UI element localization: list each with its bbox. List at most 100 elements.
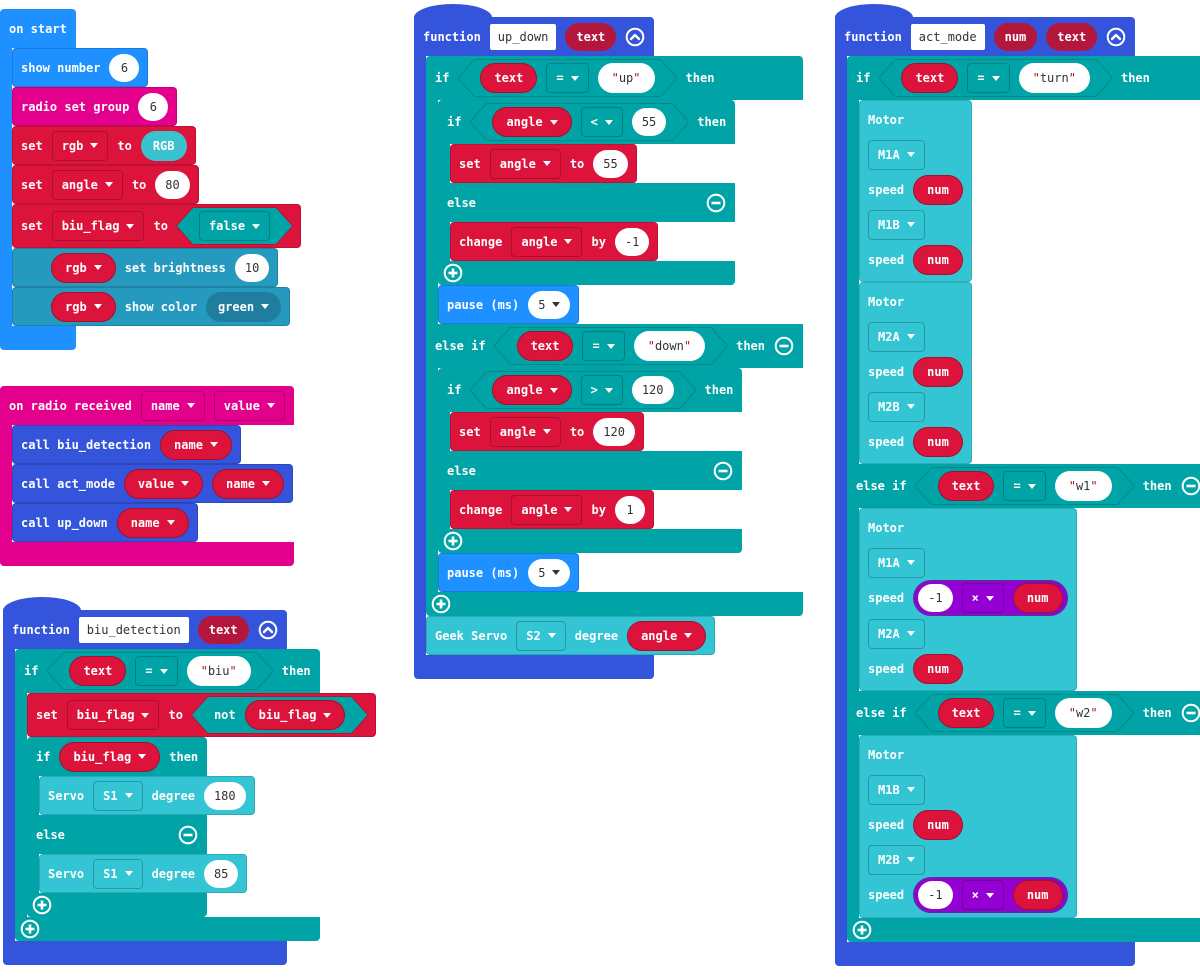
dropdown-field[interactable]: angle	[489, 416, 561, 447]
string-input[interactable]: "w2"	[1055, 698, 1112, 728]
dropdown-field[interactable]: ×	[961, 583, 1004, 613]
number-input[interactable]: 120	[593, 417, 635, 446]
parameter-pill[interactable]: text	[1046, 22, 1098, 51]
variable-pill[interactable]: biu_flag	[59, 741, 161, 772]
dropdown-field[interactable]: M1B	[868, 774, 925, 805]
parameter-pill[interactable]: num	[993, 22, 1038, 51]
dropdown-field[interactable]: S1	[93, 780, 143, 811]
boolean-expression[interactable]: false	[177, 208, 292, 244]
dropdown-field[interactable]: M2A	[868, 321, 925, 352]
dropdown-field[interactable]: <	[581, 107, 623, 137]
dropdown-field[interactable]: angle	[511, 494, 583, 525]
remove-branch-button[interactable]	[178, 825, 198, 845]
variable-pill[interactable]: text	[938, 471, 995, 501]
variable-pill[interactable]: text	[517, 331, 574, 361]
number-input[interactable]: -1	[614, 227, 650, 256]
string-input[interactable]: "up"	[598, 63, 655, 93]
dropdown-field[interactable]: =	[1003, 698, 1045, 728]
variable-pill[interactable]: rgb	[51, 291, 116, 322]
remove-branch-button[interactable]	[1181, 703, 1200, 723]
variable-pill[interactable]: num	[1012, 583, 1063, 613]
variable-pill[interactable]: angle	[492, 107, 571, 137]
variable-pill[interactable]: text	[901, 63, 958, 93]
boolean-expression[interactable]: text = "w1"	[916, 468, 1134, 504]
variable-pill[interactable]: name	[116, 507, 189, 538]
variable-pill[interactable]: num	[913, 653, 963, 684]
boolean-expression[interactable]: text="turn"	[879, 60, 1112, 96]
dropdown-field[interactable]: M1A	[868, 139, 925, 170]
boolean-expression[interactable]: text="up"	[458, 60, 676, 96]
add-branch-button[interactable]	[32, 895, 52, 915]
dropdown-field[interactable]: S2	[516, 620, 566, 651]
dropdown-field[interactable]: angle	[51, 169, 123, 200]
variable-pill[interactable]: angle	[627, 620, 707, 651]
dropdown-field[interactable]: name	[140, 390, 205, 421]
variable-pill[interactable]: name	[160, 429, 232, 460]
pause-ms-block[interactable]: pause (ms)5	[438, 553, 580, 592]
string-input[interactable]: "w1"	[1055, 471, 1112, 501]
boolean-expression[interactable]: text = "down"	[495, 328, 728, 364]
variable-pill[interactable]: text	[69, 656, 126, 686]
remove-branch-button[interactable]	[774, 336, 794, 356]
string-input[interactable]: "down"	[634, 331, 705, 361]
number-input[interactable]: 5	[528, 290, 571, 319]
parameter-pill[interactable]: text	[565, 22, 617, 51]
number-input[interactable]: 5	[528, 558, 571, 587]
dropdown-field[interactable]: value	[213, 390, 285, 421]
add-branch-button[interactable]	[852, 920, 872, 940]
remove-branch-button[interactable]	[1181, 476, 1200, 496]
variable-pill[interactable]: text	[480, 63, 537, 93]
dropdown-field[interactable]: biu_flag	[66, 700, 160, 730]
remove-branch-button[interactable]	[713, 461, 733, 481]
math-expression[interactable]: -1 × num	[913, 580, 1068, 616]
dropdown-field[interactable]: ×	[961, 880, 1004, 910]
dropdown-field[interactable]: =	[135, 656, 177, 686]
string-input[interactable]: "turn"	[1019, 63, 1090, 93]
variable-pill[interactable]: text	[938, 698, 995, 728]
dropdown-field[interactable]: S1	[93, 858, 143, 889]
variable-pill[interactable]: num	[913, 356, 963, 387]
variable-pill[interactable]: biu_flag	[245, 700, 346, 730]
dropdown-field[interactable]: =	[1003, 471, 1045, 501]
number-input[interactable]: -1	[918, 881, 953, 909]
boolean-expression[interactable]: angle<55	[470, 104, 688, 140]
boolean-expression[interactable]: text = "w2"	[916, 695, 1134, 731]
dropdown-field[interactable]: angle	[511, 226, 583, 257]
variable-pill[interactable]: value	[123, 468, 204, 499]
boolean-expression[interactable]: text="biu"	[47, 653, 272, 689]
number-input[interactable]: 10	[234, 253, 270, 282]
color-dropdown[interactable]: green	[205, 291, 282, 322]
variable-pill[interactable]: name	[212, 468, 284, 499]
dropdown-field[interactable]: >	[581, 375, 623, 405]
collapse-button[interactable]	[625, 27, 645, 47]
function-name-field[interactable]: act_mode	[910, 23, 985, 50]
dropdown-field[interactable]: =	[582, 331, 624, 361]
number-input[interactable]: 120	[632, 376, 674, 404]
math-expression[interactable]: -1×num	[913, 877, 1068, 913]
dropdown-field[interactable]: M2A	[868, 618, 925, 649]
remove-branch-button[interactable]	[706, 193, 726, 213]
neopixel-strip-pill[interactable]: RGB	[140, 130, 187, 161]
dropdown-field[interactable]: M1B	[868, 209, 925, 240]
number-input[interactable]: -1	[918, 584, 953, 612]
